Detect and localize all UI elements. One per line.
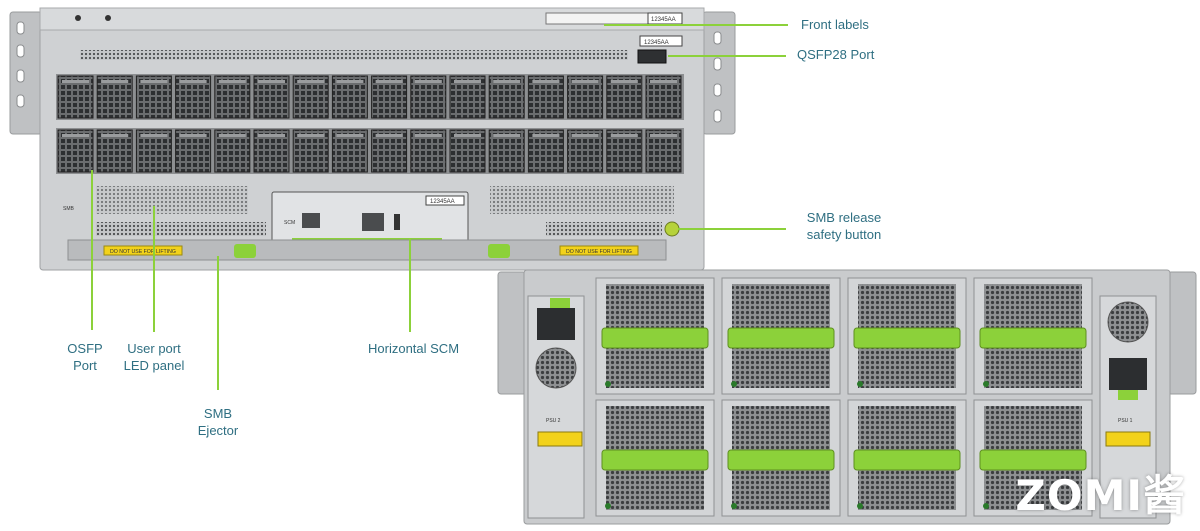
scm-rj45-port-1 bbox=[302, 213, 320, 228]
fan-handle bbox=[727, 449, 835, 471]
callout-smb-release-line2: safety button bbox=[806, 227, 882, 242]
psu-1-warning bbox=[1105, 431, 1151, 447]
fan-led bbox=[731, 503, 737, 509]
callout-horizontal-scm-text: Horizontal SCM bbox=[368, 341, 460, 356]
fan-module-group bbox=[595, 277, 1093, 517]
callout-qsfp28-port: QSFP28 Port bbox=[797, 46, 874, 63]
front-labels-leader bbox=[604, 24, 788, 26]
fan-led bbox=[857, 503, 863, 509]
fan-handle bbox=[853, 449, 961, 471]
fan-handle bbox=[853, 327, 961, 349]
warning-label-left bbox=[103, 245, 183, 256]
smb-ejector-handle-left bbox=[234, 244, 256, 258]
rear-rack-ear-right bbox=[1167, 271, 1197, 395]
rear-rack-ear-left bbox=[497, 271, 527, 395]
fan-led bbox=[605, 503, 611, 509]
psu-1-power-inlet bbox=[1109, 358, 1147, 390]
scm-rj45-port-2 bbox=[362, 213, 384, 231]
psu-1-label: PSU 1 bbox=[1118, 418, 1133, 424]
callout-smb-release-line1: SMB release bbox=[806, 210, 882, 225]
scm-label: SCM bbox=[284, 220, 295, 226]
fan-handle bbox=[601, 327, 709, 349]
fan-led bbox=[731, 381, 737, 387]
horizontal-scm-leader bbox=[409, 238, 411, 332]
fan-handle bbox=[601, 449, 709, 471]
callout-smb-ejector-line2: Ejector bbox=[197, 423, 239, 438]
led-panel-right bbox=[490, 186, 674, 214]
callout-smb-ejector-line1: SMB bbox=[203, 406, 233, 421]
fan-led bbox=[983, 503, 989, 509]
callout-osfp-port: OSFP Port bbox=[61, 340, 109, 374]
led-panel-left bbox=[96, 186, 248, 214]
callout-smb-ejector: SMB Ejector bbox=[190, 405, 246, 439]
callout-smb-release: SMB release safety button bbox=[797, 209, 891, 243]
psu-2-warning bbox=[537, 431, 583, 447]
warning-text-left: DO NOT USE FOR LIFTING bbox=[110, 249, 176, 255]
fan-handle bbox=[979, 327, 1087, 349]
osfp-leader bbox=[91, 170, 93, 330]
qsfp28-port bbox=[637, 49, 667, 64]
smb-label: SMB bbox=[63, 206, 75, 212]
fan-handle bbox=[979, 449, 1087, 471]
smb-ejector-leader bbox=[217, 256, 219, 390]
fan-led bbox=[605, 381, 611, 387]
warning-text-right: DO NOT USE FOR LIFTING bbox=[566, 249, 632, 255]
callout-user-port-line1: User port bbox=[127, 341, 181, 356]
scm-usb-port bbox=[394, 214, 400, 230]
front-serial-label: 12345AA bbox=[651, 17, 676, 23]
callout-front-labels-text: Front labels bbox=[801, 17, 869, 32]
callout-horizontal-scm: Horizontal SCM bbox=[368, 340, 459, 357]
osfp-port-group bbox=[57, 75, 682, 173]
fan-led bbox=[857, 381, 863, 387]
front-chassis: 12345AA 12345AA 12345AA SCM bbox=[9, 7, 736, 271]
warning-label-right bbox=[559, 245, 639, 256]
callout-osfp-line1: OSFP bbox=[67, 341, 103, 356]
fan-handle bbox=[727, 327, 835, 349]
psu-2-power-inlet bbox=[537, 308, 575, 340]
smb-ejector-bar bbox=[67, 239, 667, 261]
callout-user-port-led: User port LED panel bbox=[116, 340, 192, 374]
psu-2-fan bbox=[535, 347, 577, 389]
smb-release-leader bbox=[678, 228, 786, 230]
psu-1-fan bbox=[1107, 301, 1149, 343]
callout-qsfp28-port-text: QSFP28 Port bbox=[797, 47, 875, 62]
rear-chassis: PSU 2 PSU 1 bbox=[497, 269, 1197, 525]
top-vent bbox=[80, 50, 628, 60]
bottom-vent-left bbox=[96, 222, 266, 236]
scm-serial-label: 12345AA bbox=[430, 199, 455, 205]
psu-2-label: PSU 2 bbox=[546, 418, 561, 424]
qsfp28-leader bbox=[668, 55, 786, 57]
callout-user-port-line2: LED panel bbox=[123, 358, 185, 373]
fan-led bbox=[983, 381, 989, 387]
smb-release-safety-button bbox=[664, 221, 680, 237]
qsfp-serial-label: 12345AA bbox=[644, 40, 669, 46]
brand-watermark: ZOMI酱 bbox=[1015, 471, 1186, 520]
smb-ejector-handle-right bbox=[488, 244, 510, 258]
callout-osfp-line2: Port bbox=[73, 358, 97, 373]
bottom-vent-right bbox=[546, 222, 662, 236]
user-port-leader bbox=[153, 206, 155, 332]
callout-front-labels: Front labels bbox=[801, 16, 869, 33]
rack-ear-left bbox=[9, 11, 43, 135]
